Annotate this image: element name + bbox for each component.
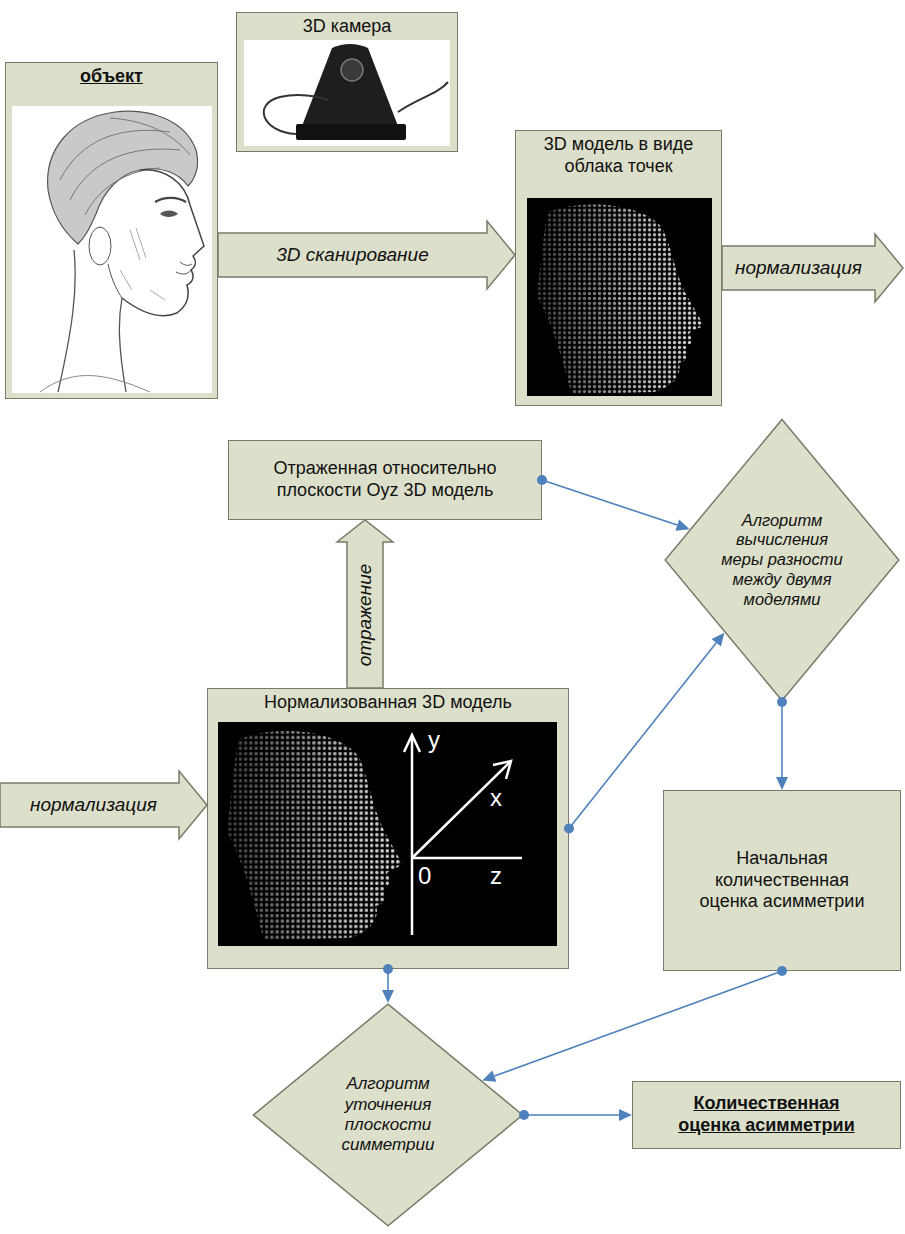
node-text: 3D модель в виде облака точек: [524, 134, 714, 177]
camera-picture: [244, 40, 450, 146]
process-box: Отраженная относительно плоскости Oyz 3D…: [228, 440, 542, 520]
connector-line: [494, 971, 782, 1076]
node-text: 3D камера: [303, 16, 392, 38]
process-box: Начальная количественная оценка асимметр…: [663, 790, 901, 971]
start-dot: [519, 1110, 529, 1120]
axis-label: x: [490, 786, 502, 810]
connector-line: [781, 702, 783, 777]
connector-arrow: [482, 966, 787, 1082]
connector-arrow: [382, 964, 394, 1003]
model-box: Нормализованная 3D модель: [207, 688, 569, 969]
model-box: 3D модель в виде облака точек: [515, 130, 722, 406]
arrow-head: [619, 1109, 632, 1121]
node-text: Отраженная относительно плоскости Oyz 3D…: [245, 458, 525, 501]
axis-label: y: [428, 728, 440, 752]
arrow-label: нормализация: [735, 257, 862, 280]
node-text: Алгоритм вычисления меры разности между …: [718, 511, 846, 610]
arrow-head: [712, 633, 725, 647]
axis-label: z: [490, 864, 502, 888]
start-dot: [564, 824, 574, 834]
arrow-head: [675, 519, 689, 530]
portrait-sketch: [12, 106, 212, 393]
camera-box: 3D камера: [236, 12, 458, 152]
node-text: объект: [80, 66, 143, 88]
block-arrow: [337, 520, 393, 688]
connector-line: [542, 480, 677, 525]
connector-arrow: [519, 1109, 632, 1121]
box-fill: [5, 62, 218, 399]
node-text: Алгоритм уточнения плоскости симметрии: [333, 1074, 443, 1156]
point-cloud-picture: [527, 198, 712, 396]
result-box: Количественная оценка асимметрии: [632, 1081, 901, 1149]
arrow-label: 3D сканирование: [276, 244, 428, 267]
block-arrow: [0, 234, 903, 839]
start-dot: [383, 964, 393, 974]
node-text: Начальная количественная оценка асимметр…: [687, 848, 877, 913]
connector-arrow: [537, 475, 690, 531]
arrow-label: отражение: [354, 564, 377, 667]
arrow-head: [776, 777, 788, 790]
node-text: Нормализованная 3D модель: [264, 692, 512, 714]
decision-diamond: Алгоритм уточнения плоскости симметрии: [252, 1003, 524, 1227]
start-dot: [537, 475, 547, 485]
normalized-cloud-picture: [218, 722, 557, 946]
arrow-label: нормализация: [30, 794, 157, 817]
block-arrow: [218, 221, 515, 289]
object-box: объект: [5, 62, 218, 399]
connector-arrow: [776, 697, 788, 790]
decision-diamond: Алгоритм вычисления меры разности между …: [664, 418, 900, 702]
start-dot: [777, 697, 787, 707]
arrow-head: [482, 1070, 496, 1081]
axis-label: 0: [418, 864, 431, 888]
node-text: Количественная оценка асимметрии: [662, 1093, 872, 1136]
box-fill: [207, 688, 569, 969]
start-dot: [777, 966, 787, 976]
connector-line: [524, 1114, 619, 1116]
arrow-head: [382, 990, 394, 1003]
